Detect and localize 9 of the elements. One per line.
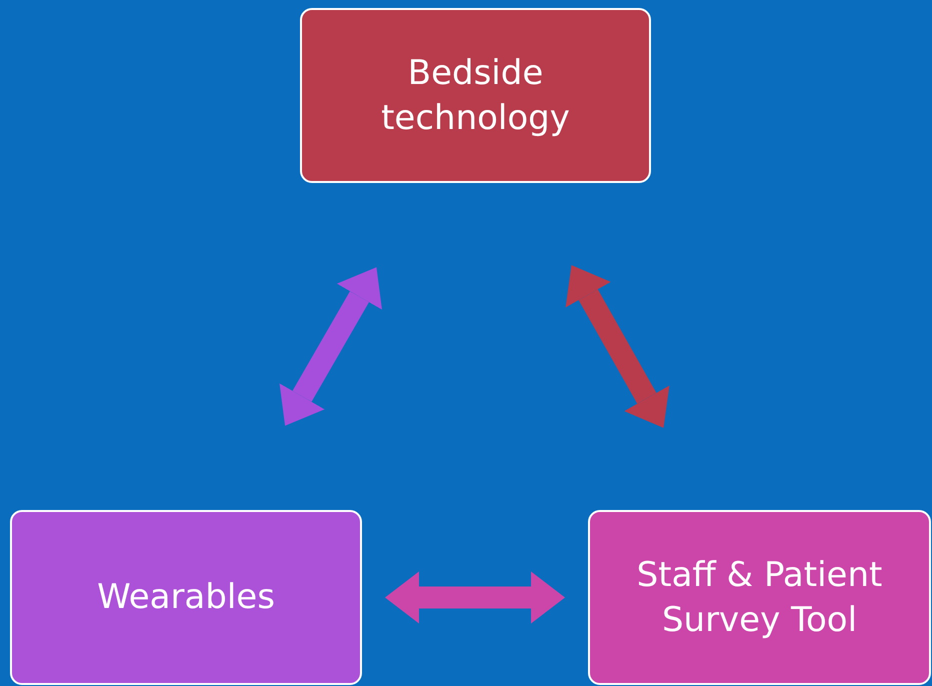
box-label: Staff & Patient Survey Tool xyxy=(636,554,884,642)
rounded-box xyxy=(588,510,931,685)
double-arrow xyxy=(385,572,565,624)
box-label: Bedside technology xyxy=(380,52,571,140)
box-label: Wearables xyxy=(97,576,275,620)
double-arrow xyxy=(566,265,670,428)
rounded-box xyxy=(300,8,651,183)
double-arrow xyxy=(280,267,382,426)
rounded-box xyxy=(10,510,362,685)
